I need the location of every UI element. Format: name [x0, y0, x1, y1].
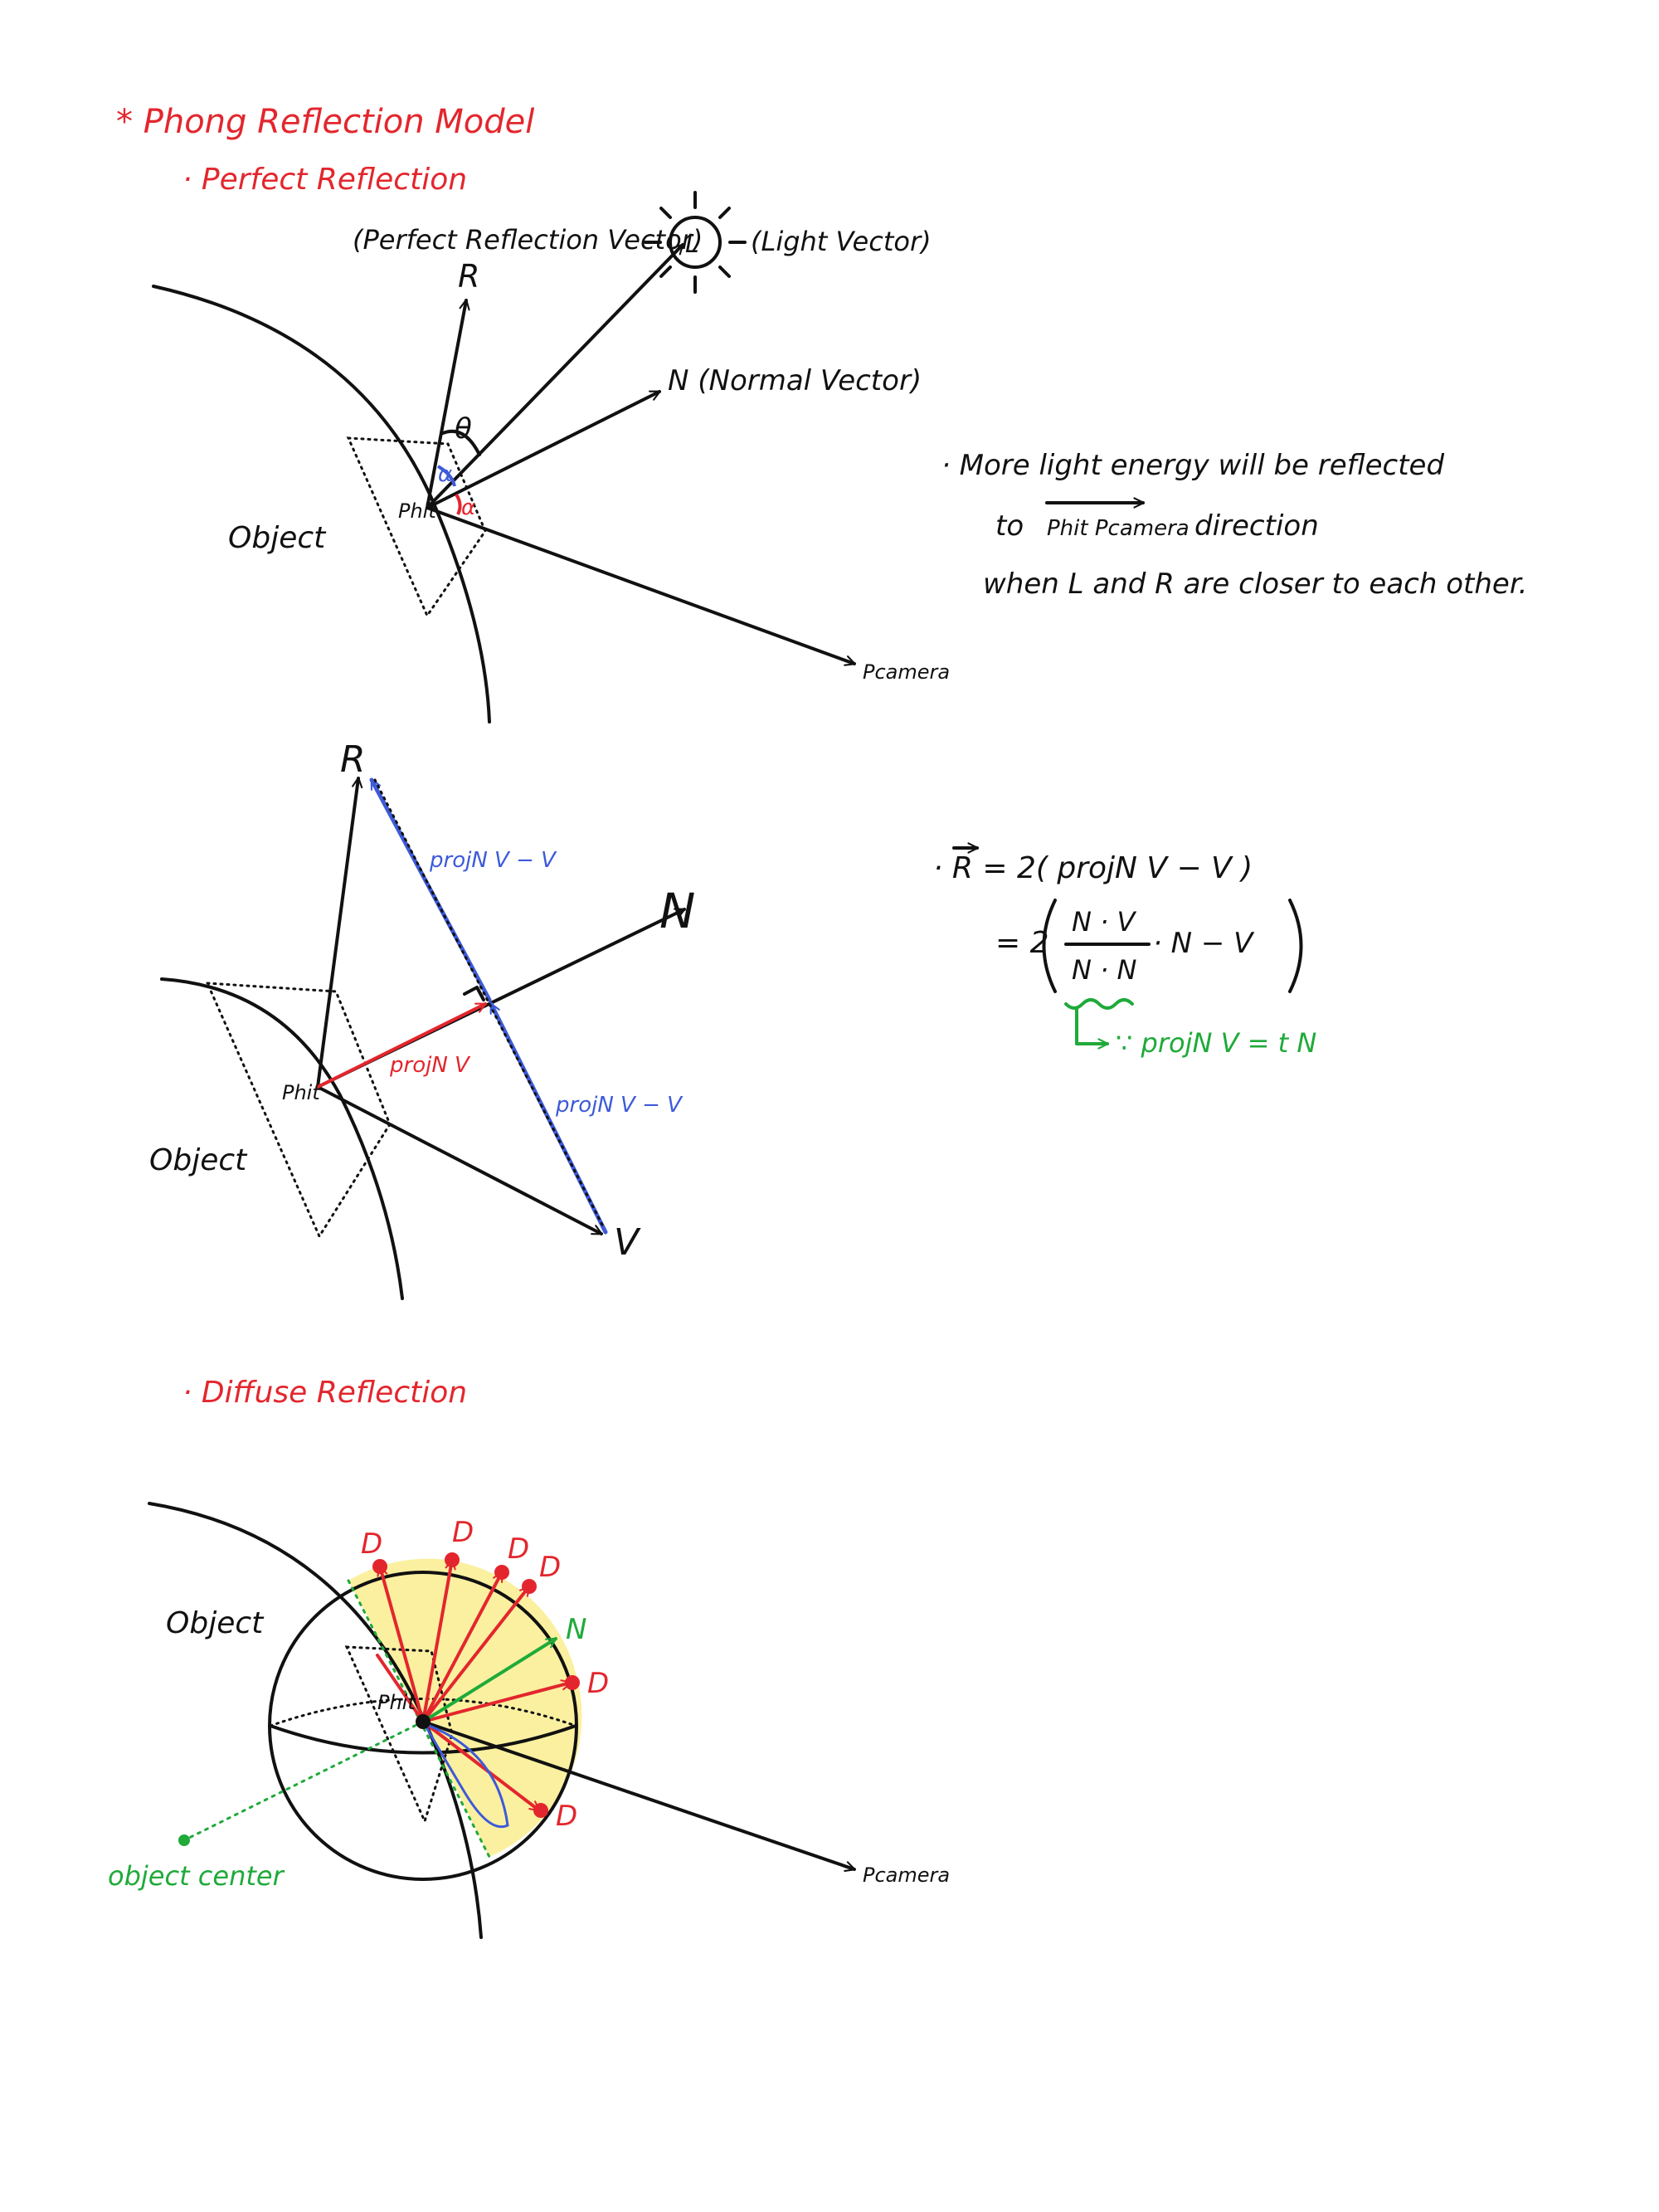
section-perfect-reflection: · Perfect Reflection	[182, 163, 467, 197]
alpha-arc-blue	[436, 465, 456, 487]
hemisphere-region	[348, 1558, 582, 1857]
formula-line1: · R = 2( projN V − V )	[933, 851, 1253, 885]
formula-den: N · N	[1072, 954, 1136, 986]
label-proj-top: projN V − V	[429, 848, 557, 873]
parallel-dotted-line	[373, 778, 606, 1230]
object-surface-curve-3	[148, 1502, 483, 1939]
note1-line2-suffix: direction	[1194, 509, 1319, 543]
label-D-1: D	[361, 1527, 382, 1561]
diffuse-endpoint-5	[565, 1675, 580, 1690]
theta-arc	[441, 429, 481, 456]
label-R-desc: (Perfect Reflection Vector)	[353, 224, 703, 256]
formula-paren-right	[1288, 899, 1303, 993]
diffuse-endpoint-2	[445, 1552, 460, 1567]
diagram-perfect-reflection: θ α α L (Perfect Reflection Vector) R (L…	[152, 191, 950, 724]
label-object: Object	[228, 521, 327, 555]
object-surface-curve-2	[160, 977, 404, 1300]
tangent-line-green	[347, 1579, 491, 1859]
formula-eq: = 2	[995, 926, 1049, 960]
label-D-5: D	[587, 1667, 609, 1700]
view-vector-V	[316, 1085, 603, 1235]
label-N-3: N	[566, 1613, 586, 1646]
diagram-reflection-derivation: R N V Phit Object projN V − V projN V − …	[149, 738, 695, 1300]
sphere-equator-back	[269, 1698, 577, 1727]
diffuse-ray-6	[421, 1720, 541, 1812]
label-phit: Phit	[398, 499, 437, 523]
diffuse-ray-5	[421, 1679, 572, 1723]
blue-lobe	[423, 1722, 509, 1828]
formula-num: N · V	[1072, 906, 1136, 938]
label-theta: θ	[455, 412, 472, 446]
label-alpha-red: α	[461, 495, 475, 520]
diffuse-ray-4	[421, 1585, 531, 1723]
label-D-6: D	[556, 1800, 577, 1833]
camera-vector	[426, 506, 856, 666]
label-phit-2: Phit	[282, 1081, 321, 1104]
diffuse-endpoint-1	[372, 1559, 387, 1574]
label-R-2: R	[340, 738, 366, 781]
label-L-desc: (Light Vector)	[751, 226, 932, 257]
note1-line2-prefix: to	[995, 509, 1024, 543]
note1-line2-vector: Phit Pcamera	[1047, 516, 1190, 541]
light-vector-L	[426, 243, 684, 509]
label-object-center: object center	[108, 1860, 285, 1892]
label-pcamera-3: Pcamera	[863, 1864, 950, 1887]
object-surface-curve	[152, 285, 491, 724]
label-pcamera: Pcamera	[863, 660, 950, 684]
object-center-dot	[178, 1834, 190, 1846]
diffuse-ray-7	[376, 1654, 425, 1723]
diffuse-ray-3	[421, 1571, 504, 1723]
phit-point	[416, 1714, 431, 1729]
label-D-2: D	[452, 1516, 474, 1549]
diffuse-ray-1	[377, 1565, 425, 1723]
diffuse-ray-2	[421, 1558, 456, 1723]
label-proj-red: projN V	[389, 1053, 471, 1078]
label-R: R	[458, 258, 479, 295]
label-D-4: D	[539, 1551, 561, 1584]
label-N-2: N	[659, 883, 695, 939]
sun-icon: L	[644, 191, 747, 294]
label-object-3: Object	[166, 1606, 265, 1640]
normal-vector-N	[426, 390, 661, 509]
label-V-2: V	[614, 1221, 641, 1264]
center-dotted-line	[182, 1720, 425, 1842]
label-proj-bottom: projN V − V	[555, 1093, 684, 1118]
diffuse-endpoint-6	[533, 1803, 548, 1818]
note1-line3: when L and R are closer to each other.	[983, 568, 1528, 601]
label-phit-3: Phit	[377, 1691, 416, 1714]
right-angle-marker	[463, 986, 485, 1001]
diagram-diffuse-reflection: object center D D D D D D N Phit Obj	[108, 1502, 950, 1939]
tangent-plane	[346, 436, 487, 619]
formula-green-note: ∵ projN V = t N	[1116, 1027, 1316, 1059]
reflection-vector-R	[426, 299, 470, 509]
sphere-equator-front	[269, 1724, 577, 1755]
diffuse-endpoint-3	[494, 1565, 509, 1580]
alpha-arc-red	[455, 493, 462, 515]
proj-minus-v-top	[369, 777, 492, 1002]
label-D-3: D	[508, 1532, 529, 1566]
label-alpha-blue: α	[438, 462, 452, 487]
formula-paren-left	[1042, 899, 1057, 993]
reflection-vector-R-2	[316, 777, 363, 1089]
label-object-2: Object	[149, 1143, 248, 1177]
green-hook-arrow	[1075, 1006, 1109, 1050]
note-light-energy: · More light energy will be reflected to…	[941, 449, 1528, 601]
section-diffuse-reflection: · Diffuse Reflection	[182, 1376, 467, 1410]
formula-tail: · N − V	[1153, 927, 1255, 960]
normal-vector-N-3	[421, 1637, 557, 1723]
label-N: N (Normal Vector)	[668, 364, 922, 397]
diffuse-endpoint-4	[522, 1579, 537, 1594]
label-L: L	[685, 230, 699, 259]
camera-vector-3	[421, 1720, 856, 1872]
page-title: * Phong Reflection Model	[116, 103, 534, 141]
formula-block: · R = 2( projN V − V ) = 2 N · V N · N ·…	[933, 842, 1316, 1059]
tangent-plane-3	[344, 1645, 454, 1825]
projection-vector	[316, 1002, 487, 1089]
note1-line1: · More light energy will be reflected	[941, 449, 1444, 482]
